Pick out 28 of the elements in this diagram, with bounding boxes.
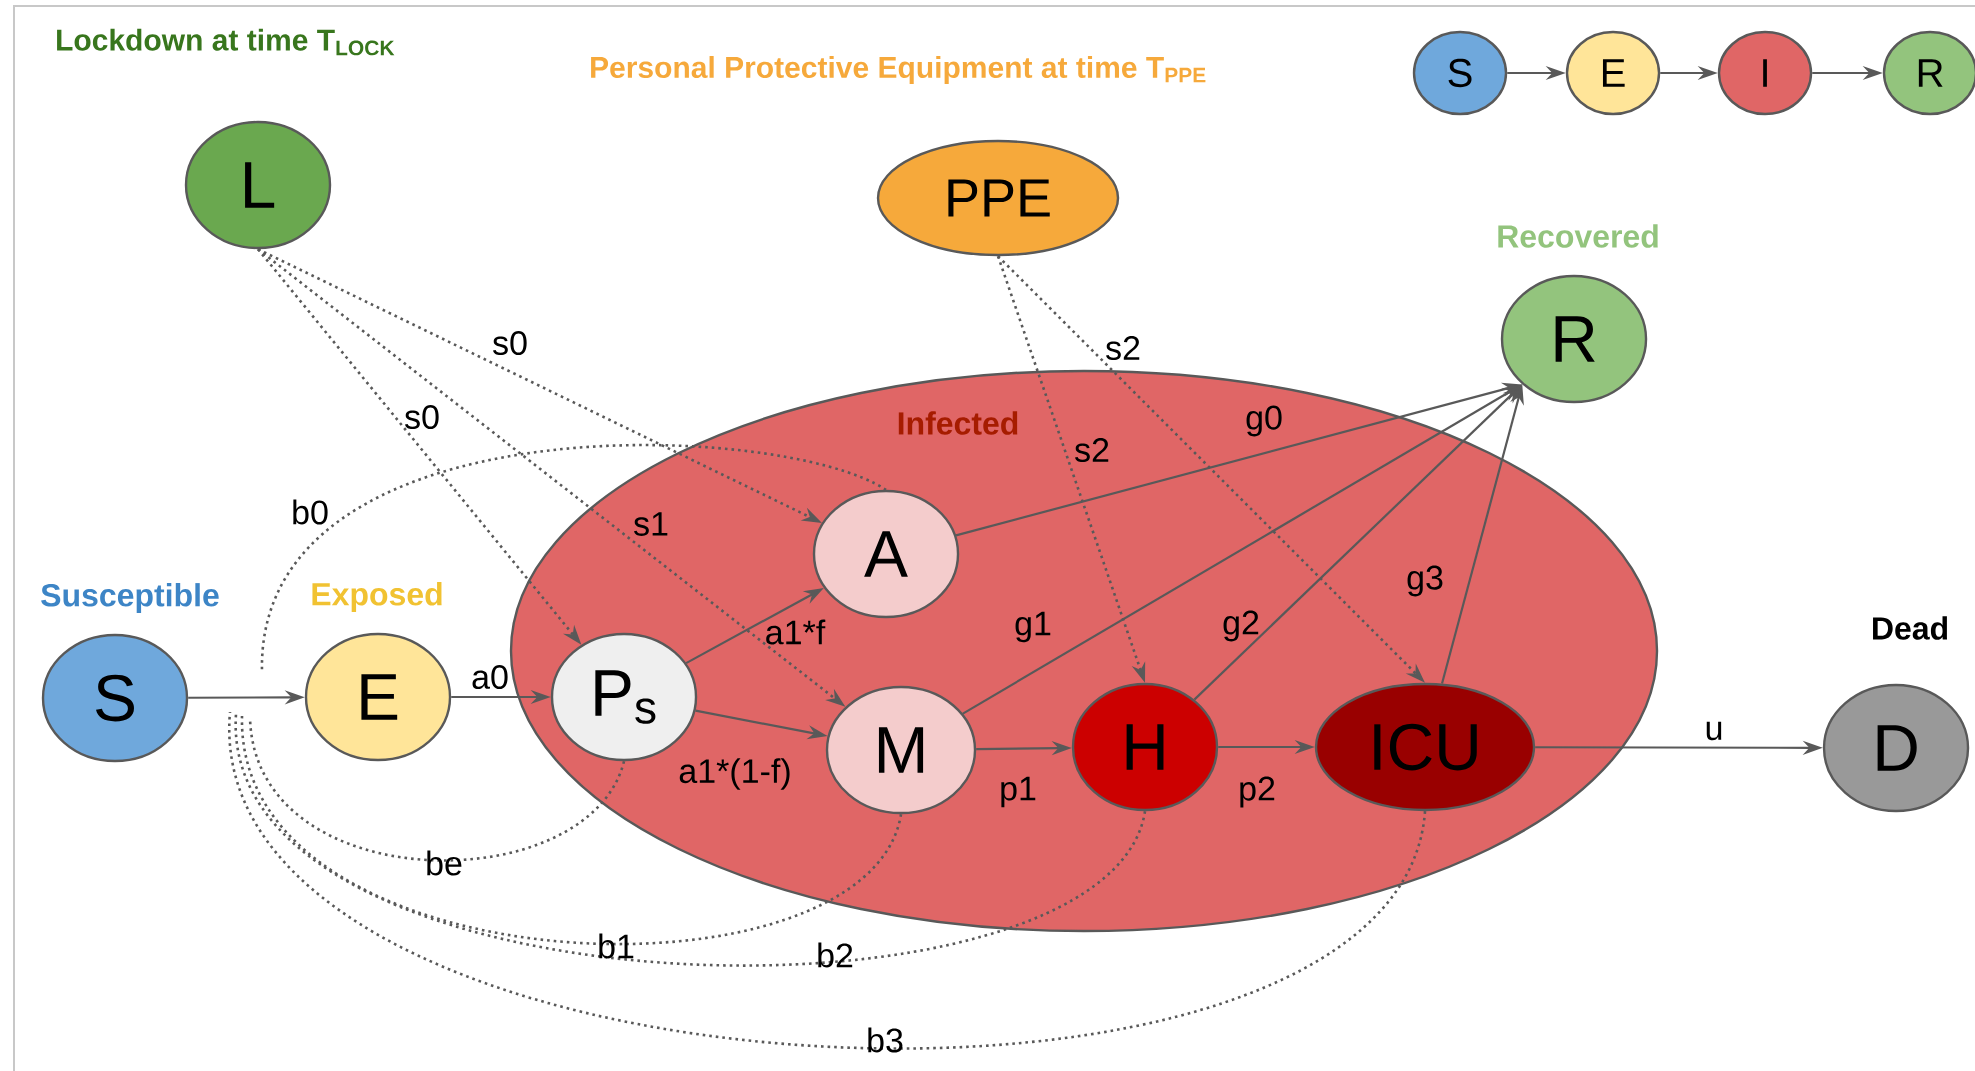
edge-label: s0 — [405, 404, 439, 430]
edge-label: g3 — [1407, 565, 1443, 597]
dotted-line — [234, 713, 1147, 967]
edge-label: p2 — [1240, 776, 1275, 808]
edge-label: p1 — [1001, 776, 1036, 808]
edge-label: a1*f — [766, 619, 826, 645]
edge-label: s2 — [1075, 437, 1109, 463]
edge-label: a0 — [472, 664, 508, 690]
node-heading: Dead — [1873, 616, 1948, 640]
edge-label: b2 — [818, 942, 853, 968]
edge-label: s0 — [493, 330, 527, 356]
heading: Lockdown at time T$_{LOCK}$ — [57, 28, 395, 56]
edge-label: g0 — [1246, 405, 1282, 437]
node-heading: Recovered — [1498, 224, 1658, 248]
edge-label: b3 — [868, 1027, 903, 1053]
edge-label: g2 — [1223, 610, 1259, 642]
edge-label: u — [1706, 721, 1722, 741]
dotted-line — [240, 715, 903, 945]
edge-label: s1 — [634, 512, 668, 536]
edge-label: s2 — [1106, 335, 1140, 361]
node-heading: Susceptible — [41, 583, 219, 613]
heading: Personal Protective Equipment at time T$_{PPE}$ — [591, 56, 1206, 84]
node-heading: Exposed — [312, 582, 442, 612]
edge-label: b1 — [599, 933, 634, 959]
edge-label: be — [427, 850, 462, 876]
edge-label: g1 — [1015, 611, 1051, 643]
dotted-line — [228, 711, 1427, 1049]
edge-label: b0 — [293, 499, 328, 525]
